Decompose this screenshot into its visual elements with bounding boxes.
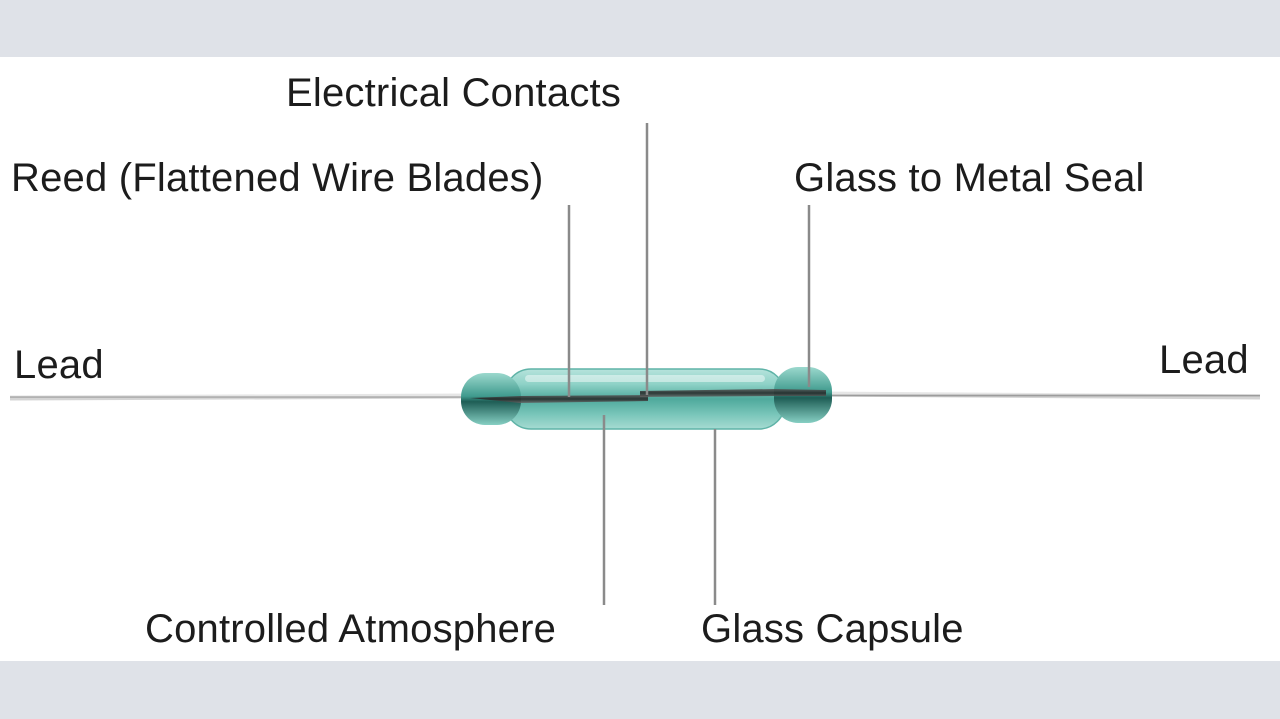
label-controlled-atmosphere: Controlled Atmosphere [145, 609, 556, 649]
label-glass-to-metal-seal: Glass to Metal Seal [794, 158, 1145, 198]
label-reed: Reed (Flattened Wire Blades) [11, 158, 544, 198]
glass-highlight [525, 375, 765, 382]
bottom-band [0, 661, 1280, 719]
label-glass-capsule: Glass Capsule [701, 609, 964, 649]
reed-switch-illustration [0, 57, 1280, 661]
label-lead-right: Lead [1159, 340, 1249, 380]
label-lead-left: Lead [14, 345, 104, 385]
top-band [0, 0, 1280, 57]
lead-wire-left [10, 396, 470, 398]
reed-switch-diagram: Electrical Contacts Reed (Flattened Wire… [0, 57, 1280, 661]
lead-wire-right [820, 394, 1260, 397]
label-electrical-contacts: Electrical Contacts [286, 73, 621, 113]
